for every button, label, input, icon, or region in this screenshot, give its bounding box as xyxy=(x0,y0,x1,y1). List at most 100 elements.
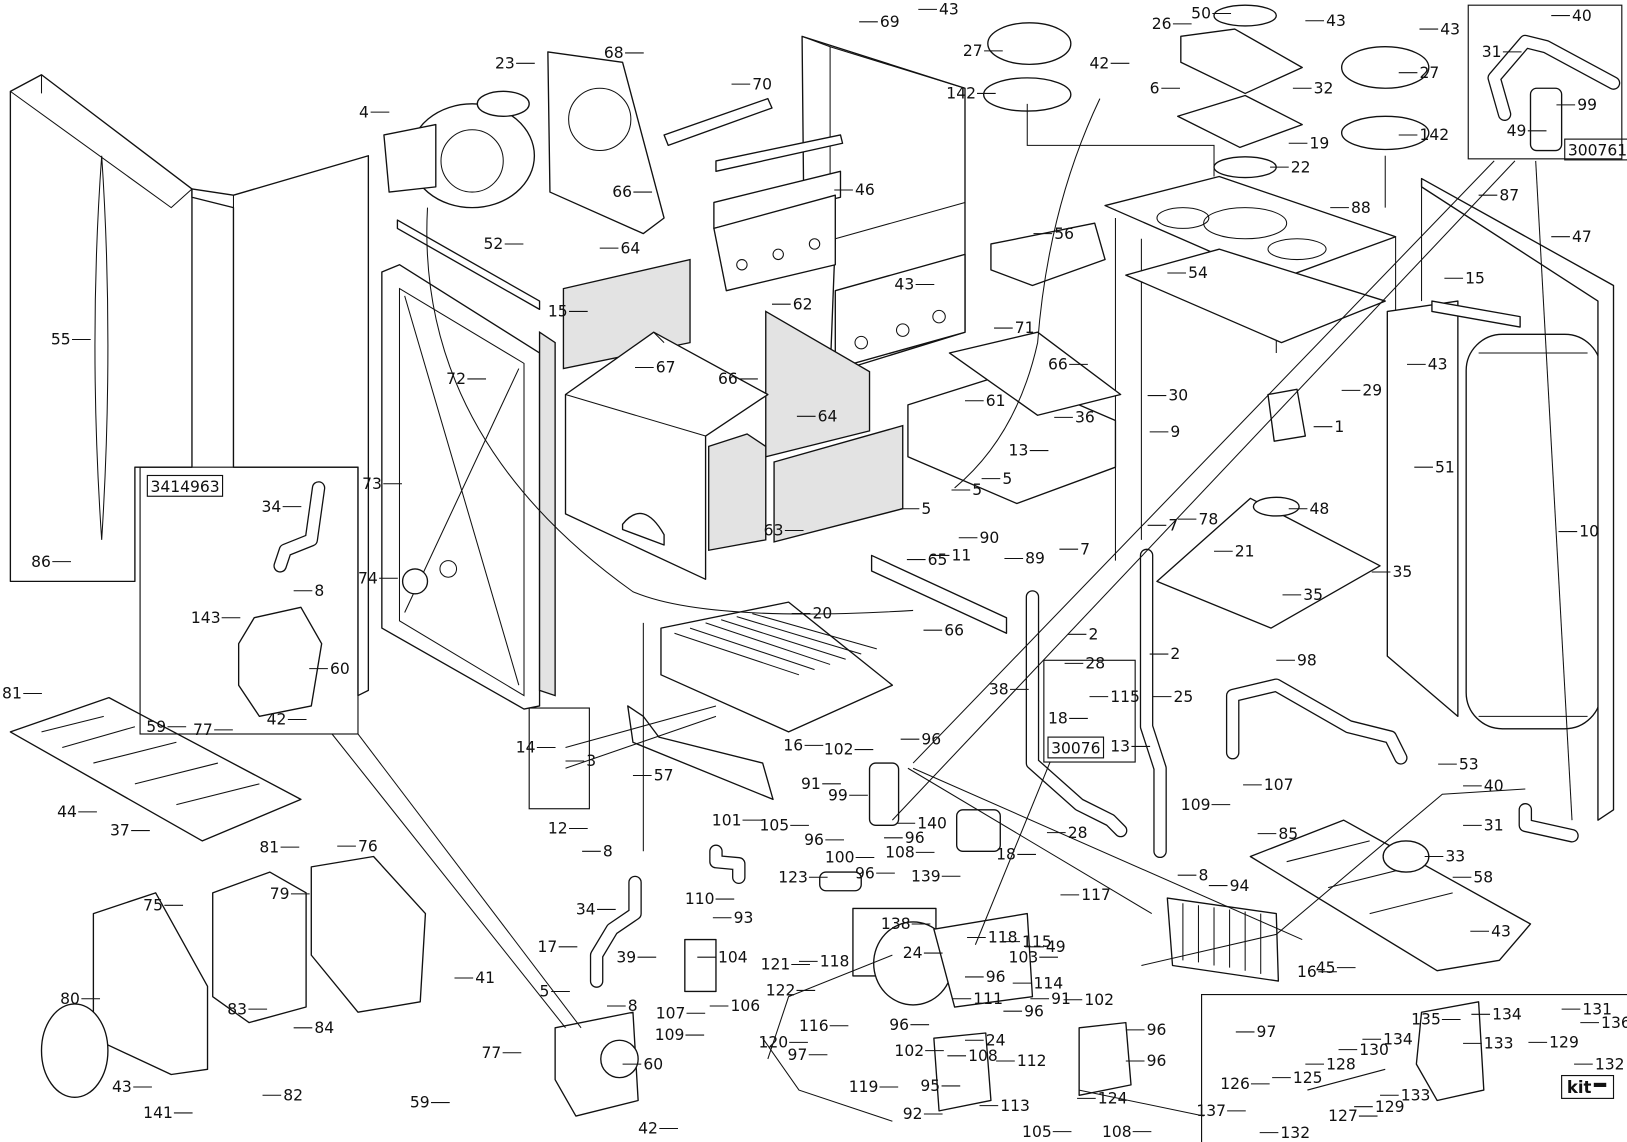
part-label: 66 xyxy=(944,621,964,639)
part-label: 117 xyxy=(1081,886,1111,904)
gas-valve xyxy=(237,606,323,718)
part-label: 6 xyxy=(1150,79,1160,97)
part-label: 108 xyxy=(968,1047,998,1065)
part-label: 73 xyxy=(362,475,382,493)
part-label: 18 xyxy=(996,846,1016,864)
part-label: 129 xyxy=(1549,1034,1579,1052)
part-label: 76 xyxy=(358,837,378,855)
part-label: 89 xyxy=(1025,550,1045,568)
part-label: 129 xyxy=(1375,1098,1405,1116)
part-label: 107 xyxy=(1264,776,1294,794)
part-label: 50 xyxy=(1191,5,1211,23)
part-label: 29 xyxy=(1362,382,1382,400)
part-label: 135 xyxy=(1411,1011,1441,1029)
combustion-hood-frame xyxy=(713,35,966,375)
drain-valve xyxy=(1382,840,1430,873)
motor-head xyxy=(933,1032,992,1112)
part-label: 53 xyxy=(1459,755,1479,773)
part-label: 11 xyxy=(952,547,972,565)
part-label: 102 xyxy=(894,1042,924,1060)
chassis-frame xyxy=(1104,175,1397,629)
part-label: 72 xyxy=(446,370,466,388)
pressure-switch xyxy=(1267,388,1307,442)
part-label: 84 xyxy=(314,1019,334,1037)
part-label: 17 xyxy=(537,938,557,956)
part-label: 93 xyxy=(734,909,754,927)
part-label: 27 xyxy=(963,42,983,60)
part-label: 86 xyxy=(31,553,51,571)
part-label: 99 xyxy=(828,786,848,804)
part-label: 27 xyxy=(1419,64,1439,82)
part-label: 41 xyxy=(475,969,495,987)
part-label: 138 xyxy=(881,915,911,933)
assembly-lines xyxy=(331,98,1573,1122)
part-label: 142 xyxy=(946,85,976,103)
part-label: 132 xyxy=(1280,1124,1310,1142)
filter-cartridge xyxy=(819,871,862,892)
kit-frame-300761 xyxy=(1467,4,1623,160)
part-label: 22 xyxy=(1291,158,1311,176)
part-label: 62 xyxy=(793,295,813,313)
part-label: 103 xyxy=(1009,948,1039,966)
kit-legend: kit xyxy=(1567,1078,1592,1097)
part-label: 68 xyxy=(604,44,624,62)
part-label: 55 xyxy=(51,331,71,349)
circuit-board xyxy=(212,871,307,1024)
part-label: 64 xyxy=(818,407,838,425)
bracket xyxy=(663,97,773,147)
part-label: 109 xyxy=(655,1026,685,1044)
part-label: 131 xyxy=(1582,1000,1612,1018)
part-label: 77 xyxy=(193,721,213,739)
part-label: 13 xyxy=(1110,738,1130,756)
part-label: 18 xyxy=(1048,710,1068,728)
kit-number-30076: 30076 xyxy=(1051,740,1100,758)
part-label: 42 xyxy=(267,711,287,729)
part-label: 5 xyxy=(921,500,931,518)
part-label: 96 xyxy=(1147,1021,1167,1039)
part-label: 134 xyxy=(1383,1030,1413,1048)
part-label: 57 xyxy=(654,767,674,785)
part-label: 24 xyxy=(903,944,923,962)
part-label: 51 xyxy=(1435,458,1455,476)
kit-frame-3414963 xyxy=(139,466,359,735)
part-label: 67 xyxy=(656,359,676,377)
part-label: 56 xyxy=(1054,225,1074,243)
strip xyxy=(1431,300,1521,328)
part-label: 21 xyxy=(1235,542,1255,560)
flow-valve xyxy=(868,762,900,827)
part-label: 15 xyxy=(1465,269,1485,287)
part-label: 2 xyxy=(1088,626,1098,644)
part-label: 96 xyxy=(804,831,824,849)
part-label: 3 xyxy=(586,752,596,770)
kit-frame-30076 xyxy=(1043,659,1136,763)
part-label: 100 xyxy=(825,849,855,867)
part-label: 10 xyxy=(1579,523,1599,541)
plate xyxy=(547,51,665,235)
part-label: 26 xyxy=(1152,15,1172,33)
part-label: 24 xyxy=(986,1031,1006,1049)
part-label: 43 xyxy=(1491,922,1511,940)
part-label: 20 xyxy=(812,605,832,623)
part-label: 66 xyxy=(612,183,632,201)
part-label: 65 xyxy=(928,551,948,569)
part-label: 80 xyxy=(60,990,80,1008)
part-label: 105 xyxy=(1022,1123,1052,1141)
part-label: 110 xyxy=(685,890,715,908)
part-label: 115 xyxy=(1110,688,1140,706)
insulation-panel xyxy=(765,310,871,458)
part-label: 43 xyxy=(1428,356,1448,374)
part-label: 141 xyxy=(143,1104,173,1122)
part-label: 43 xyxy=(894,276,914,294)
part-label: 118 xyxy=(820,953,850,971)
electrode-kit-frame xyxy=(528,707,590,810)
part-label: 39 xyxy=(616,948,636,966)
part-label: 60 xyxy=(643,1055,663,1073)
diverter-valve xyxy=(1415,1001,1485,1102)
kit-number-300761: 300761 xyxy=(1568,142,1627,160)
part-label: 66 xyxy=(1048,356,1068,374)
part-label: 5 xyxy=(540,983,550,1001)
part-label: 96 xyxy=(1147,1052,1167,1070)
part-label: 7 xyxy=(1168,517,1178,535)
